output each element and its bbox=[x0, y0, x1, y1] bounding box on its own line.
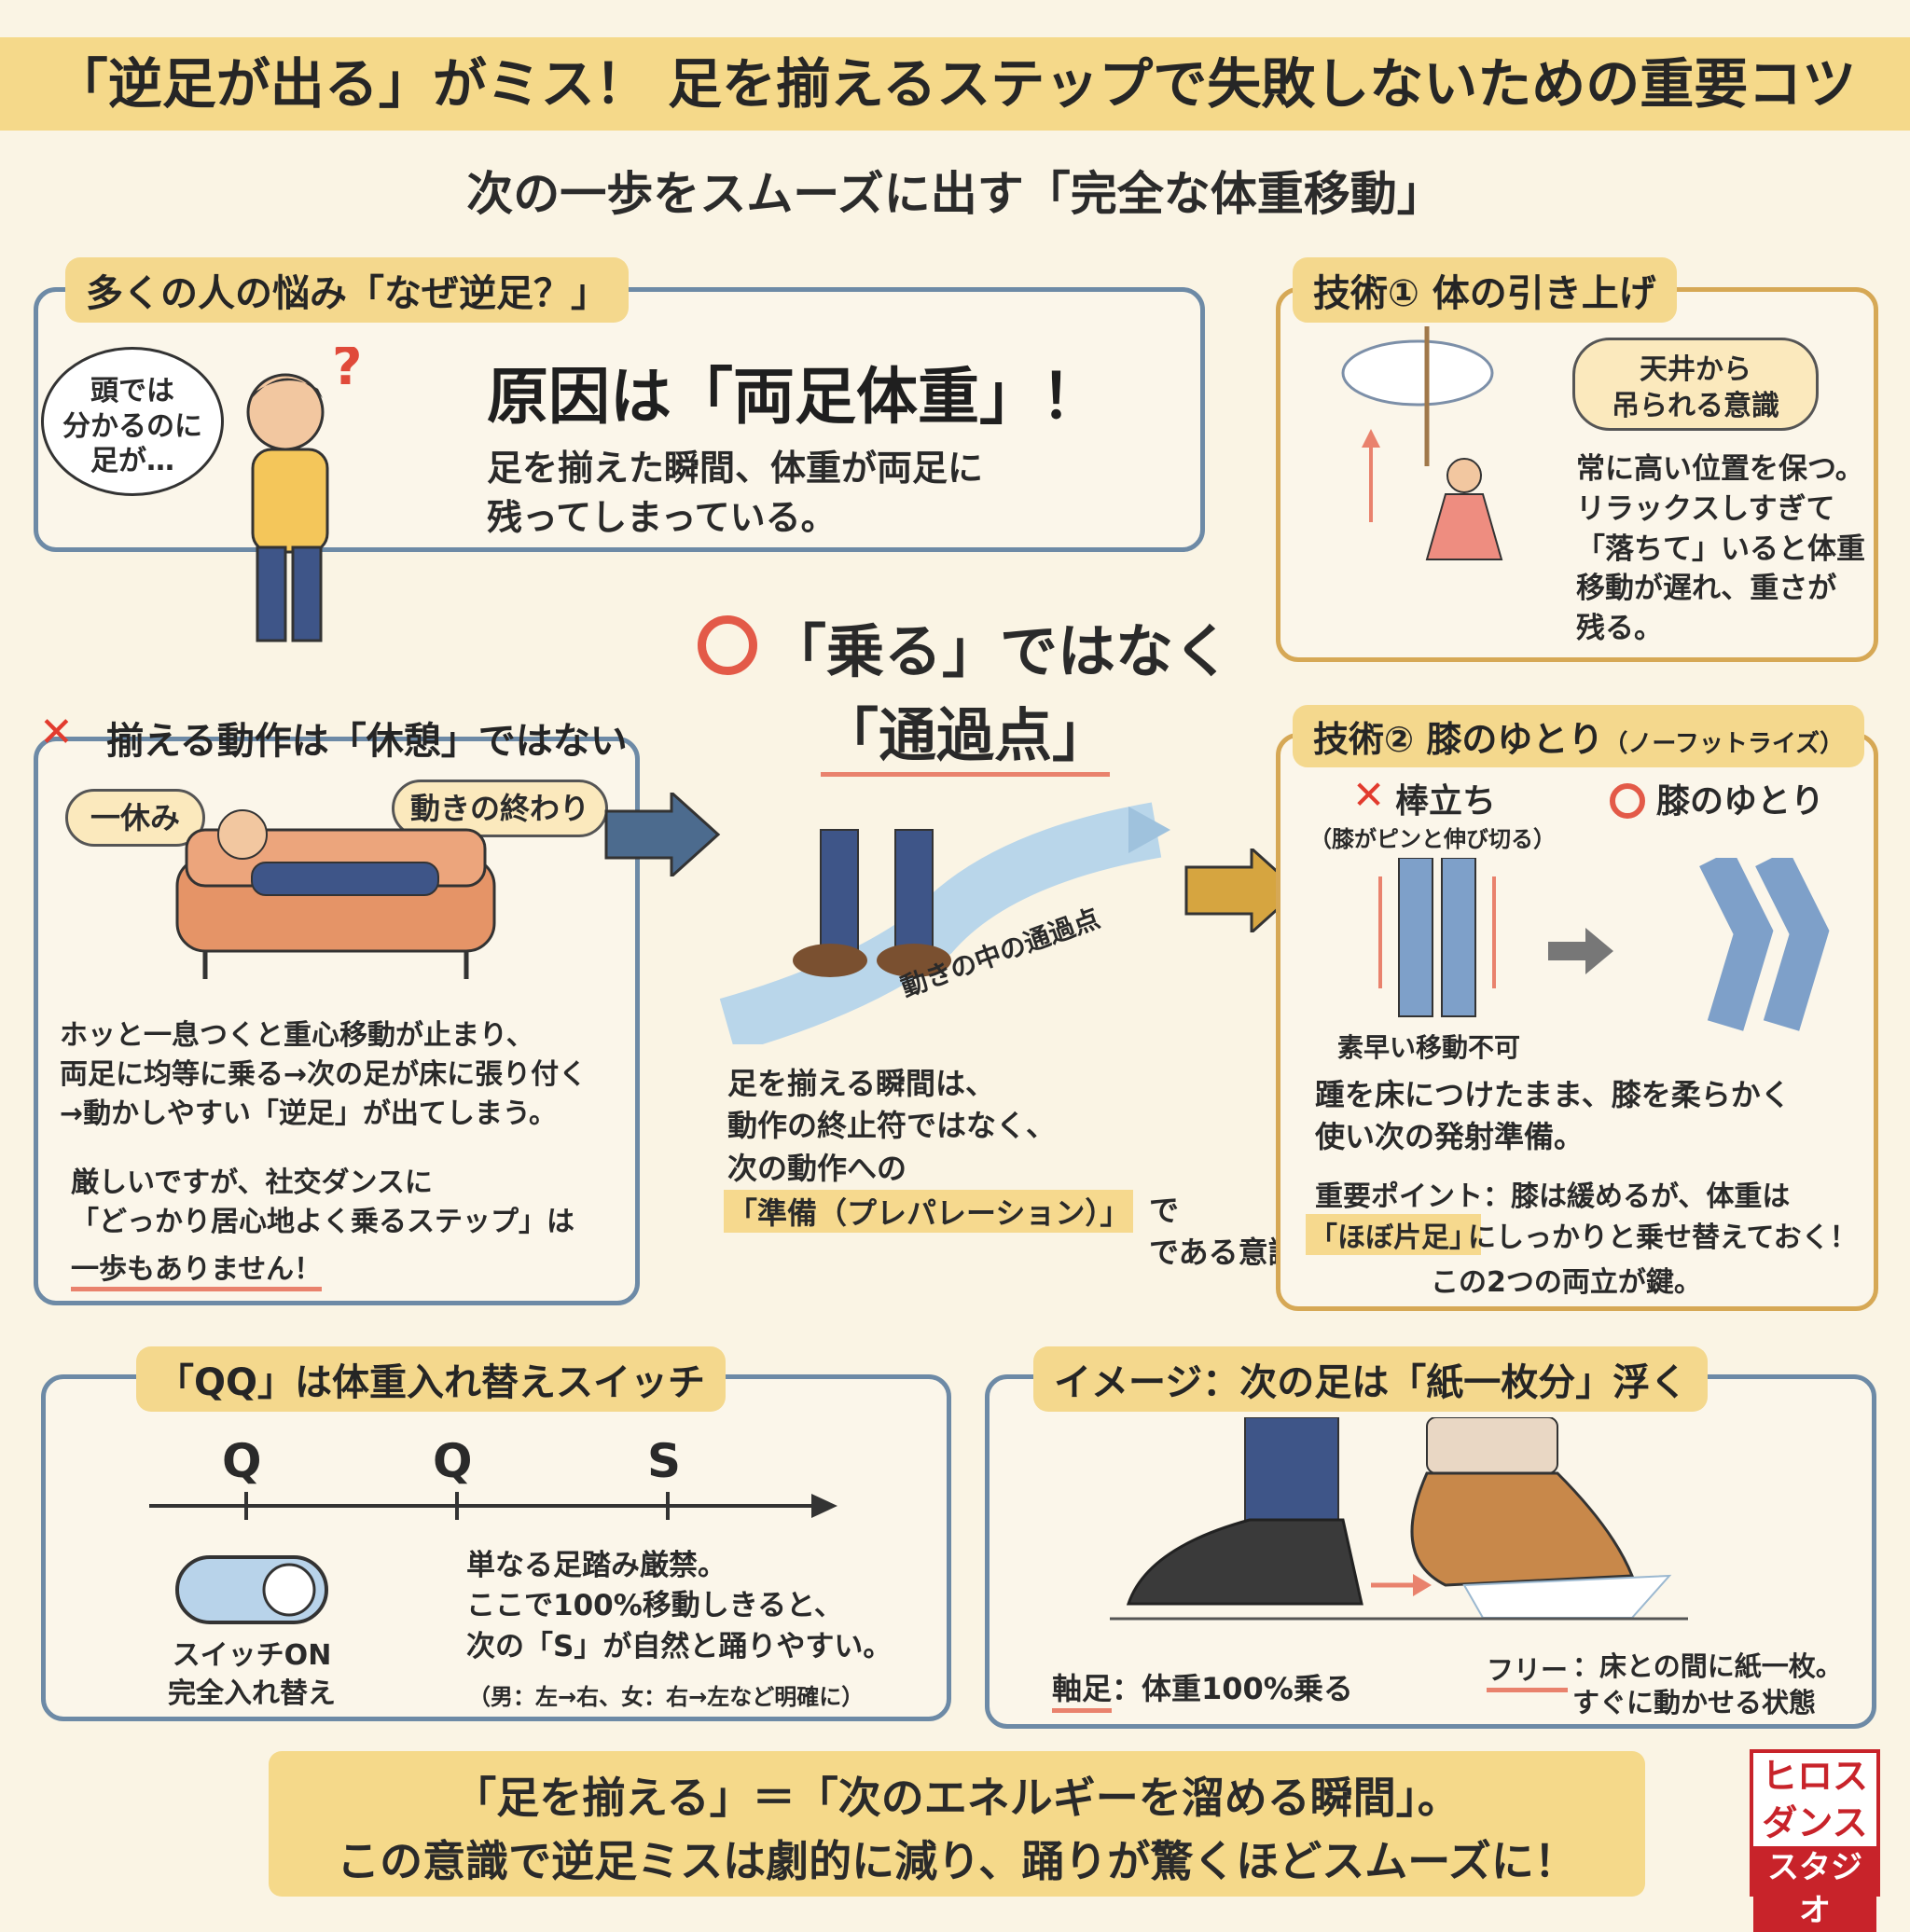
qq-heading: 「QQ」は体重入れ替えスイッチ bbox=[136, 1346, 727, 1412]
free-label: フリー bbox=[1487, 1649, 1569, 1692]
svg-text:?: ? bbox=[332, 347, 362, 397]
tech2-text: 踵を床につけたまま、膝を柔らかく 使い次の発射準備。 bbox=[1315, 1077, 1791, 1155]
image-heading: イメージ：次の足は「紙一枚分」浮く bbox=[1033, 1346, 1709, 1412]
qq-tick-2: Q bbox=[433, 1434, 473, 1488]
walking-path-illustration bbox=[719, 802, 1170, 1044]
page-title: 「逆足が出る」がミス！ 足を揃えるステップで失敗しないための重要コツ bbox=[53, 52, 1857, 116]
shoes-illustration bbox=[1110, 1417, 1688, 1621]
tech1-text: 常に高い位置を保つ。 リラックスしすぎて 「落ちて」いると体重 移動が遅れ、重さ… bbox=[1576, 452, 1865, 646]
bottom-band bbox=[269, 1751, 1645, 1897]
tech2-heading-main: 技術② 膝のゆとり bbox=[1313, 719, 1604, 760]
cause-panel bbox=[34, 287, 1205, 552]
tech1-heading: 技術① 体の引き上げ bbox=[1293, 257, 1677, 323]
title-band bbox=[0, 37, 1910, 131]
suspended-dancer-illustration bbox=[1341, 326, 1503, 560]
qq-tick-1: Q bbox=[222, 1434, 262, 1488]
tech2-point-end: にしっかりと乗せ替えておく！ bbox=[1468, 1221, 1858, 1254]
toggle-switch-icon bbox=[175, 1555, 328, 1624]
cause-text: 足を揃えた瞬間、体重が両足に 残ってしまっている。 bbox=[487, 448, 984, 539]
center-text: 足を揃える瞬間は、 動作の終止符ではなく、 次の動作への bbox=[727, 1066, 1057, 1186]
qq-tick-3: S bbox=[647, 1434, 682, 1488]
logo-line-1: ヒロス bbox=[1761, 1756, 1868, 1797]
tech2-point-highlight: 「ほぼ片足」 bbox=[1306, 1214, 1481, 1255]
sofa-illustration bbox=[175, 809, 496, 979]
qq-text: 単なる足踏み厳禁。 ここで100%移動しきると、 次の「S」が自然と踊りやすい。 bbox=[466, 1549, 893, 1663]
rest-text3: 一歩もありません！ bbox=[71, 1246, 323, 1291]
good-circle-icon bbox=[1610, 783, 1645, 819]
center-text-highlight: 「準備（プレパレーション）」 bbox=[724, 1190, 1134, 1233]
rest-bubble-left: 一休み bbox=[65, 789, 205, 847]
center-headline1: 「乗る」ではなく bbox=[768, 617, 1232, 685]
tech2-point-last: この2つの両立が鍵。 bbox=[1431, 1266, 1702, 1299]
rest-text2: 厳しいですが、社交ダンスに 「どっかり居心地よく乗るステップ」は bbox=[71, 1166, 574, 1238]
tech1-bubble: 天井から 吊られる意識 bbox=[1572, 338, 1819, 431]
qq-note: （男：左→右、女：右→左など明確に） bbox=[468, 1684, 865, 1710]
logo-line-2: ダンス bbox=[1762, 1802, 1868, 1843]
thought-bubble: 頭では 分かるのに 足が… bbox=[41, 347, 224, 496]
rest-text: ホッと一息つくと重心移動が止まり、 両足に均等に乗る→次の足が床に張り付く →動… bbox=[60, 1019, 588, 1130]
bottom-line1: 「足を揃える」＝「次のエネルギーを溜める瞬間」。 bbox=[453, 1773, 1460, 1823]
cause-headline: 原因は「両足体重」！ bbox=[487, 361, 1102, 433]
bad-cross-icon: ✕ bbox=[1352, 772, 1386, 818]
page-subtitle: 次の一歩をスムーズに出す「完全な体重移動」 bbox=[466, 167, 1444, 221]
axis-label: 軸足 bbox=[1052, 1665, 1113, 1713]
free-text: ：床との間に紙一枚。 すぐに動かせる状態 bbox=[1572, 1650, 1843, 1719]
axis-text: ：体重100%乗る bbox=[1112, 1671, 1353, 1706]
bad-label: 棒立ち bbox=[1395, 782, 1497, 821]
rest-bubble-right: 動きの終わり bbox=[392, 780, 608, 837]
tech2-point: 重要ポイント：膝は緩めるが、体重は bbox=[1315, 1180, 1791, 1213]
cause-heading: 多くの人の悩み「なぜ逆足？」 bbox=[65, 257, 629, 323]
confused-man-illustration: ? bbox=[246, 347, 362, 642]
arrow-right-blue-icon bbox=[604, 793, 721, 876]
center-headline2: 「通過点」 bbox=[821, 688, 1111, 777]
tech2-heading-sub: （ノーフットライズ） bbox=[1603, 730, 1845, 758]
studio-logo: ヒロス ダンス スタジオ bbox=[1750, 1749, 1880, 1932]
bad-caption: 素早い移動不可 bbox=[1337, 1032, 1521, 1063]
knees-illustration bbox=[1378, 858, 1830, 1031]
qq-timeline bbox=[149, 1492, 837, 1520]
cross-icon: ✕ bbox=[39, 709, 74, 756]
rest-heading: 揃える動作は「休憩」ではない bbox=[106, 720, 628, 763]
logo-line-3: スタジオ bbox=[1753, 1846, 1876, 1932]
arrow-right-gold-icon bbox=[1184, 849, 1301, 932]
tech2-heading: 技術② 膝のゆとり（ノーフットライズ） bbox=[1293, 705, 1865, 767]
bottom-line2: この意識で逆足ミスは劇的に減り、踊りが驚くほどスムーズに！ bbox=[337, 1836, 1577, 1886]
switch-label: スイッチON 完全入れ替え bbox=[168, 1639, 336, 1710]
ok-circle-icon bbox=[698, 615, 757, 675]
bad-sub: （膝がピンと伸び切る） bbox=[1309, 826, 1556, 852]
good-label: 膝のゆとり bbox=[1656, 782, 1825, 821]
